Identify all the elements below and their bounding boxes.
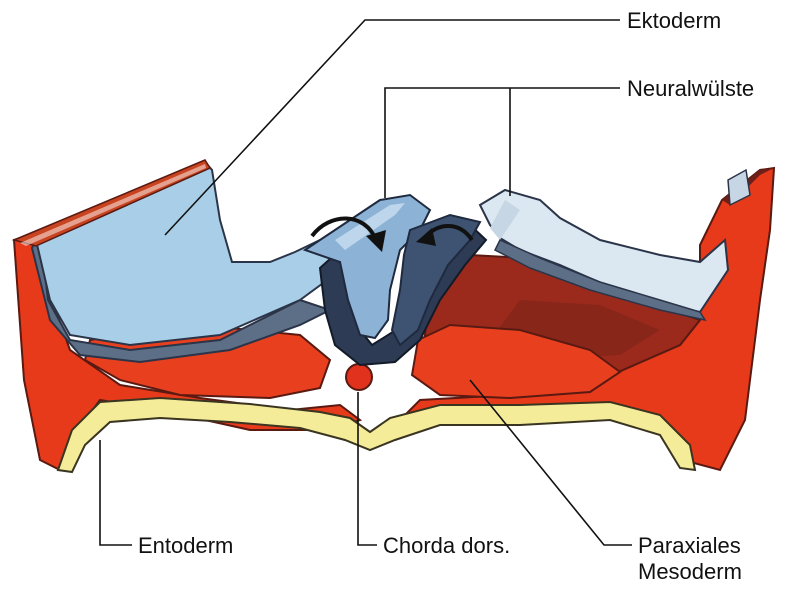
endoderm-layer: [58, 398, 695, 472]
leader-chorda: [358, 392, 377, 545]
label-mesoderm: Mesoderm: [638, 559, 742, 584]
ectoderm-left: [14, 160, 340, 362]
leader-entoderm: [100, 440, 132, 545]
label-neuralwuelste: Neuralwülste: [627, 76, 754, 101]
label-ektoderm: Ektoderm: [627, 8, 721, 33]
notochord: [346, 364, 372, 390]
label-entoderm: Entoderm: [138, 533, 233, 558]
label-paraxiales: Paraxiales: [638, 533, 741, 558]
label-chorda: Chorda dors.: [383, 533, 510, 558]
leader-neuralwuelste: [385, 88, 620, 198]
